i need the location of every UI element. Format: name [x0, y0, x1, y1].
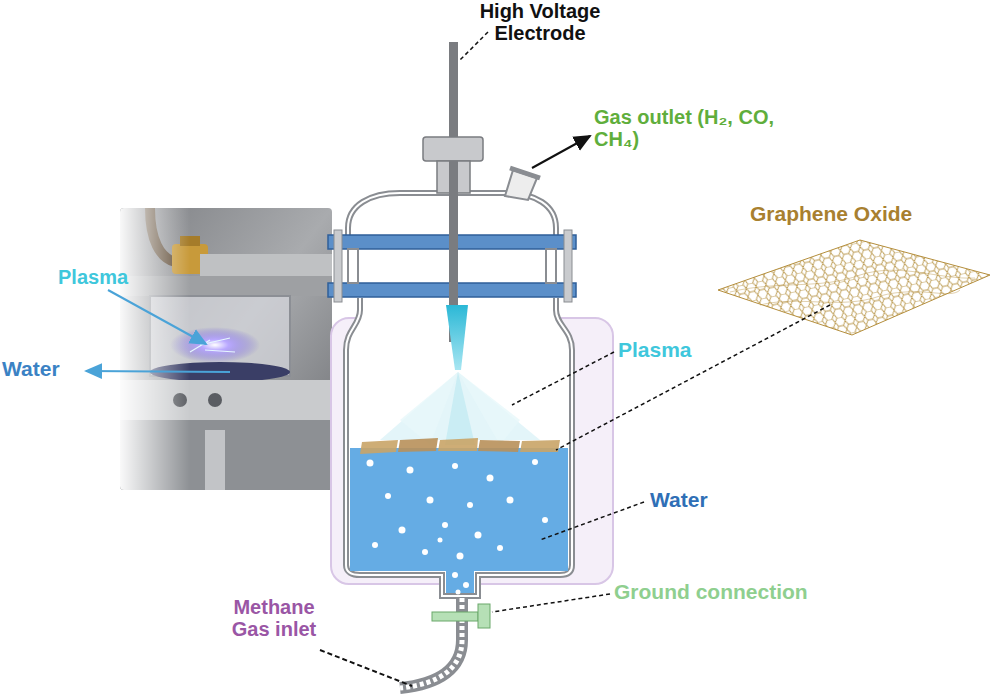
inlet-label: Methane Gas inlet — [214, 596, 334, 641]
outlet-label: Gas outlet (H₂, CO, CH₄) — [594, 106, 799, 151]
material-label: Graphene Oxide — [750, 202, 990, 226]
photo-label: Plasma — [58, 266, 138, 288]
part-label: Water — [650, 488, 750, 512]
photo-label: Water — [2, 357, 86, 381]
part-label: Ground connection — [614, 580, 894, 604]
part-label: High Voltage Electrode — [465, 0, 615, 45]
part-label: Plasma — [618, 338, 728, 362]
